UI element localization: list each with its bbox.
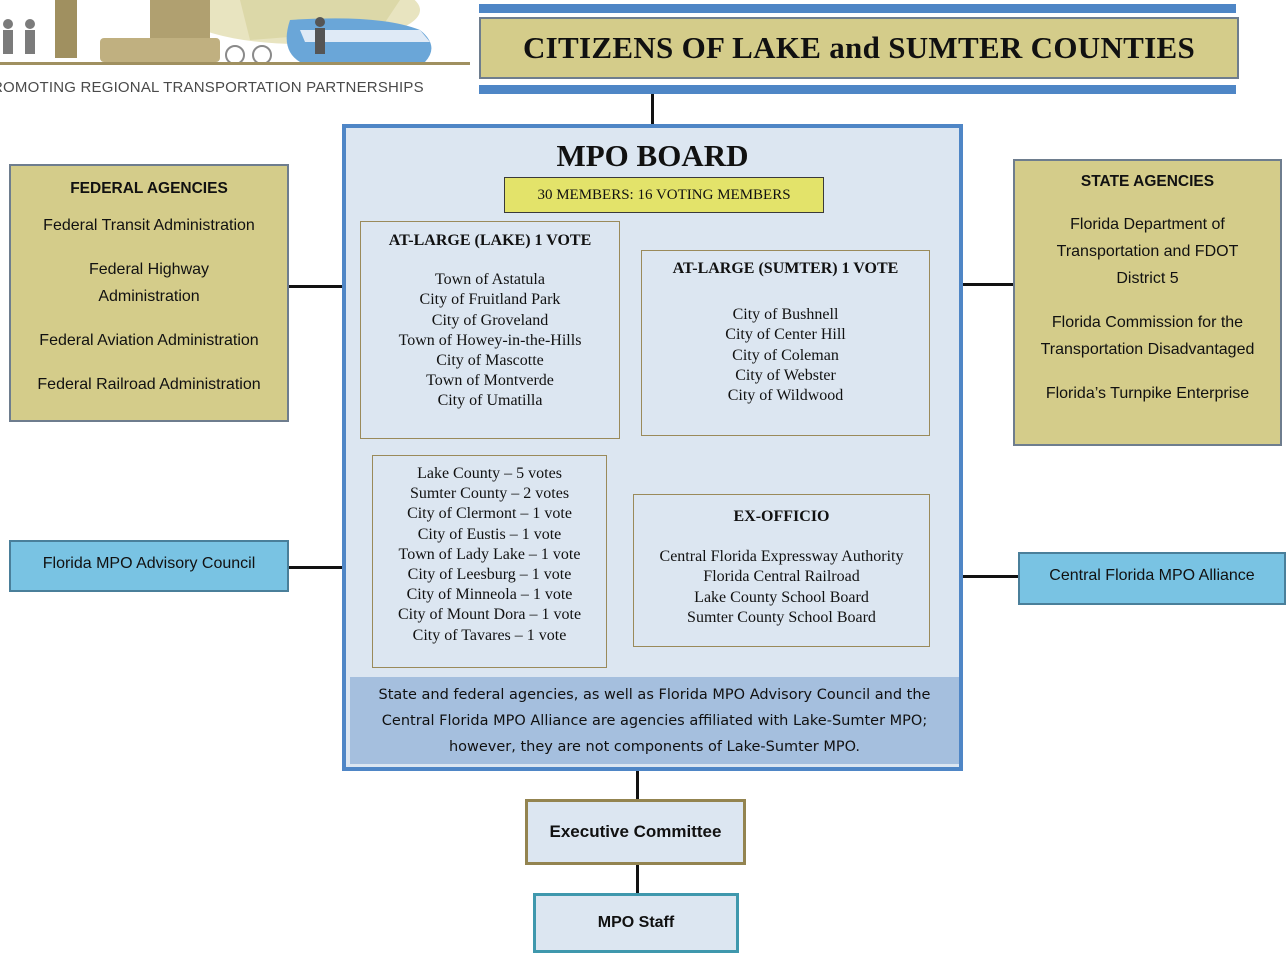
connector-header-board (651, 94, 654, 124)
alliance-box: Central Florida MPO Alliance (1018, 552, 1286, 605)
list-item: City of Minneola – 1 vote (406, 586, 573, 604)
list-item: City of Webster (735, 366, 836, 384)
federal-item: Federal Highway Administration (88, 261, 210, 305)
list-item: City of Leesburg – 1 vote (407, 566, 572, 584)
list-item: Central Florida Expressway Authority (659, 548, 904, 566)
list-item: Town of Howey-in-the-Hills (398, 331, 582, 349)
list-item: City of Eustis – 1 vote (417, 525, 562, 543)
header-top-bar (479, 4, 1236, 13)
mpo-board: MPO BOARD 30 MEMBERS: 16 VOTING MEMBERS … (342, 124, 963, 771)
list-item: City of Fruitland Park (419, 291, 561, 309)
alliance-label: Central Florida MPO Alliance (1049, 567, 1255, 584)
federal-agencies-box: FEDERAL AGENCIES Federal Transit Adminis… (9, 164, 289, 422)
list-item: City of Mascotte (436, 352, 544, 370)
list-item: Town of Astatula (435, 271, 545, 289)
list-item: City of Tavares – 1 vote (412, 626, 567, 644)
list-item: Sumter County School Board (687, 608, 876, 626)
list-item: City of Clermont – 1 vote (407, 505, 572, 523)
at-large-sumter-heading: AT-LARGE (SUMTER) 1 VOTE (672, 260, 899, 277)
connector-board-exec (636, 771, 639, 799)
board-members-badge: 30 MEMBERS: 16 VOTING MEMBERS (504, 177, 824, 213)
ex-officio-list: Central Florida Expressway Authority Flo… (634, 547, 929, 628)
state-item: Florida Commission for the Transportatio… (1040, 314, 1255, 358)
list-item: Sumter County – 2 votes (409, 485, 570, 503)
connector-federal (289, 285, 342, 288)
board-note-line: State and federal agencies, as well as F… (378, 686, 931, 703)
at-large-lake-box: AT-LARGE (LAKE) 1 VOTE Town of Astatula … (360, 221, 620, 439)
header-title: CITIZENS OF LAKE and SUMTER COUNTIES (522, 30, 1196, 65)
mpo-staff-label: MPO Staff (597, 914, 675, 931)
board-title: MPO BOARD (556, 138, 749, 173)
board-note-line: however, they are not components of Lake… (448, 738, 861, 755)
header-bottom-bar (479, 85, 1236, 94)
federal-heading: FEDERAL AGENCIES (70, 180, 228, 197)
board-note: State and federal agencies, as well as F… (350, 677, 959, 764)
connector-alliance (963, 575, 1018, 578)
at-large-sumter-box: AT-LARGE (SUMTER) 1 VOTE City of Bushnel… (641, 250, 930, 436)
state-item: Florida Department of Transportation and… (1056, 216, 1239, 287)
mpo-staff-box: MPO Staff (533, 893, 739, 953)
state-agencies-box: STATE AGENCIES Florida Department of Tra… (1013, 159, 1282, 446)
list-item: Lake County – 5 votes (417, 465, 562, 482)
list-item: Lake County School Board (694, 588, 869, 606)
at-large-lake-heading: AT-LARGE (LAKE) 1 VOTE (388, 232, 592, 249)
at-large-sumter-list: City of Bushnell City of Center Hill Cit… (642, 305, 929, 406)
federal-item: Federal Aviation Administration (39, 332, 259, 349)
list-item: City of Center Hill (725, 326, 846, 344)
advisory-council-box: Florida MPO Advisory Council (9, 540, 289, 592)
list-item: City of Bushnell (732, 306, 839, 324)
advisory-council-label: Florida MPO Advisory Council (42, 555, 256, 572)
list-item: City of Coleman (732, 346, 839, 364)
logo: ROMOTING REGIONAL TRANSPORTATION PARTNER… (0, 0, 470, 104)
voting-members-list: Lake County – 5 votes Sumter County – 2 … (373, 464, 606, 646)
list-item: City of Umatilla (437, 392, 543, 410)
connector-advisory (289, 566, 342, 569)
list-item: City of Groveland (431, 311, 549, 329)
board-note-line: Central Florida MPO Alliance are agencie… (381, 712, 928, 729)
list-item: City of Mount Dora – 1 vote (397, 606, 582, 624)
list-item: Florida Central Railroad (703, 568, 860, 586)
connector-exec-staff (636, 865, 639, 893)
state-heading: STATE AGENCIES (1080, 173, 1215, 190)
state-item: Florida’s Turnpike Enterprise (1045, 385, 1250, 402)
list-item: Town of Lady Lake – 1 vote (398, 545, 581, 563)
voting-members-box: Lake County – 5 votes Sumter County – 2 … (372, 455, 607, 668)
connector-state (963, 283, 1013, 286)
ex-officio-box: EX-OFFICIO Central Florida Expressway Au… (633, 494, 930, 647)
executive-committee-box: Executive Committee (525, 799, 746, 865)
at-large-lake-list: Town of Astatula City of Fruitland Park … (361, 270, 619, 411)
ex-officio-heading: EX-OFFICIO (733, 508, 830, 525)
logo-tagline: ROMOTING REGIONAL TRANSPORTATION PARTNER… (0, 79, 424, 96)
executive-committee-label: Executive Committee (549, 822, 722, 841)
list-item: Town of Montverde (426, 372, 554, 390)
header-box: CITIZENS OF LAKE and SUMTER COUNTIES (479, 17, 1239, 79)
list-item: City of Wildwood (727, 387, 844, 405)
federal-item: Federal Transit Administration (43, 217, 255, 234)
federal-item: Federal Railroad Administration (37, 376, 261, 393)
logo-graphic (0, 0, 470, 65)
